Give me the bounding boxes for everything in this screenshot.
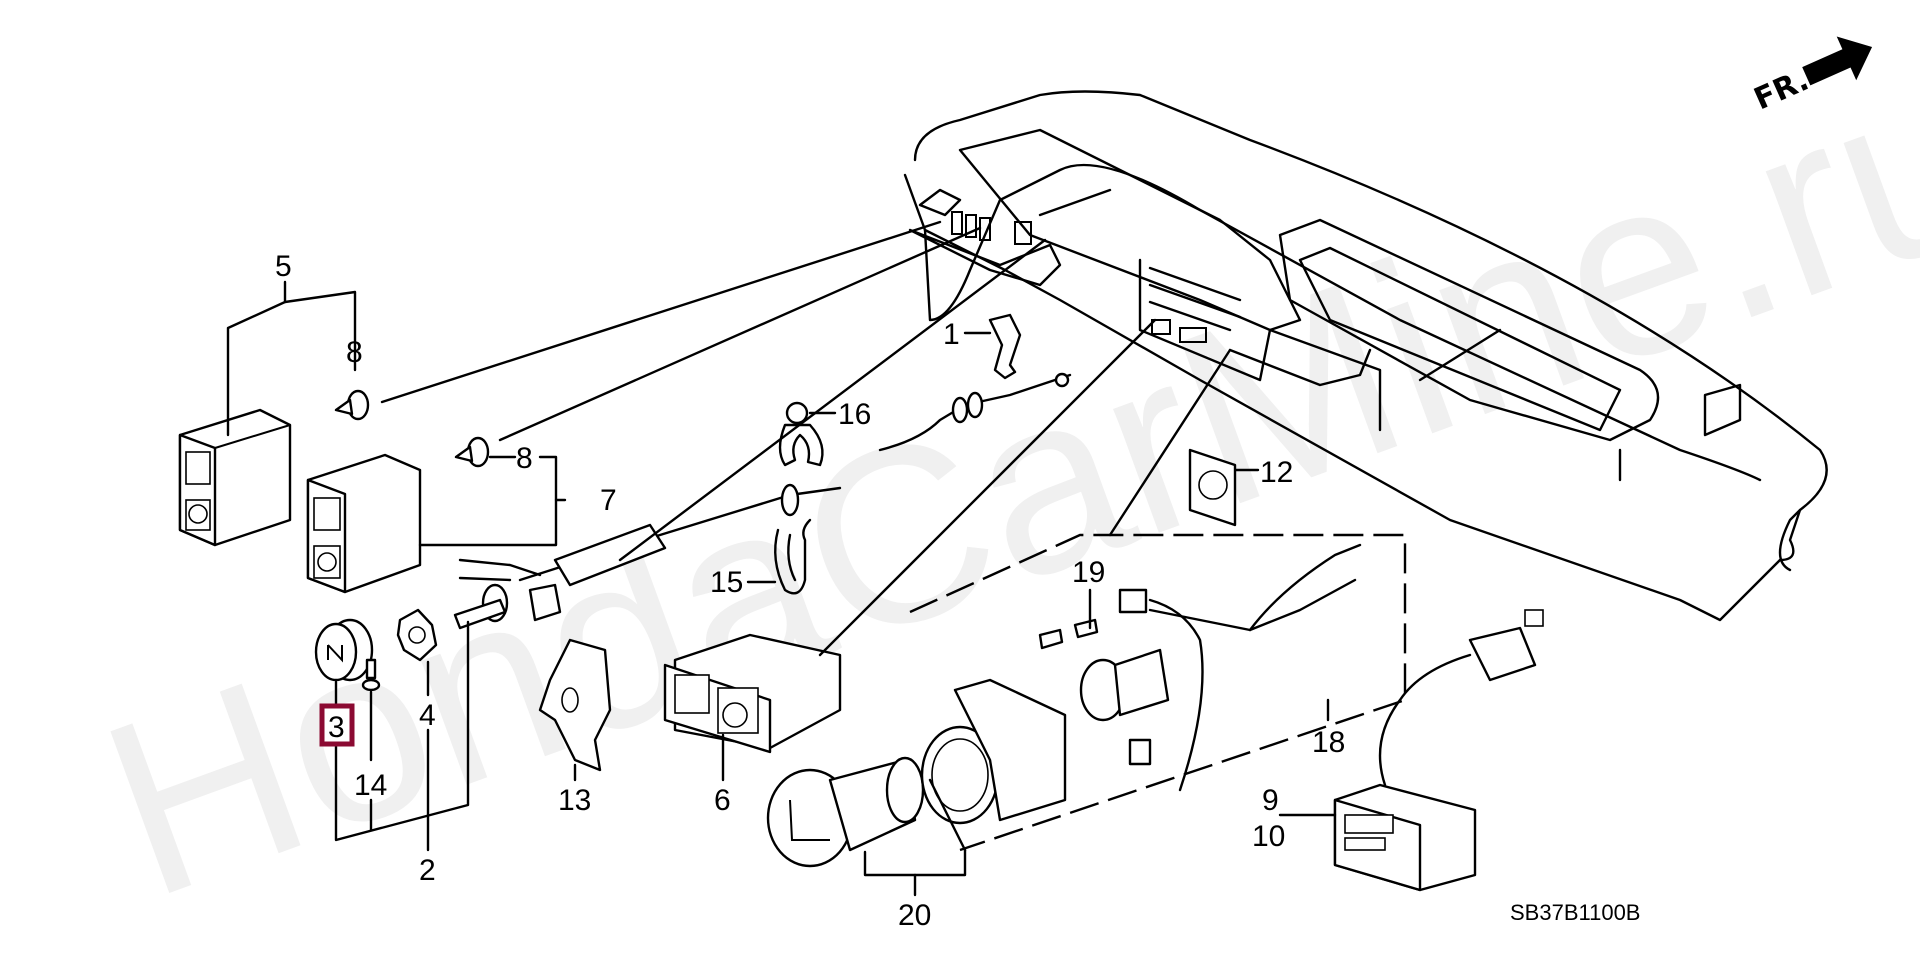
callout-1[interactable]: 1: [943, 318, 960, 351]
callout-18[interactable]: 18: [1312, 726, 1345, 759]
part-8-clip-b: [454, 436, 490, 468]
callout-2[interactable]: 2: [419, 854, 436, 887]
part-13-bracket: [538, 638, 612, 772]
callout-12[interactable]: 12: [1260, 456, 1293, 489]
callout-19[interactable]: 19: [1072, 556, 1105, 589]
callout-16[interactable]: 16: [838, 398, 871, 431]
part-15-clip: [774, 518, 812, 595]
part-8-clip-a: [334, 389, 370, 421]
callout-3[interactable]: 3: [328, 711, 345, 744]
part-7-switch: [306, 453, 422, 594]
callout-8b[interactable]: 8: [516, 442, 533, 475]
callout-14[interactable]: 14: [354, 769, 387, 802]
callout-4[interactable]: 4: [419, 699, 436, 732]
part-20-cigarette-lighter: [766, 678, 1067, 868]
callout-10[interactable]: 10: [1252, 820, 1285, 853]
arrow-right-icon: [1802, 36, 1873, 86]
callout-9[interactable]: 9: [1262, 784, 1279, 817]
part-9-10-control-unit: [1333, 609, 1544, 892]
dashboard-assembly: [903, 90, 1828, 622]
callout-7[interactable]: 7: [600, 484, 617, 517]
callout-5[interactable]: 5: [275, 250, 292, 283]
callout-15[interactable]: 15: [710, 566, 743, 599]
part-1-clip: [988, 313, 1022, 380]
part-18-harness: [909, 533, 1407, 852]
callout-8a[interactable]: 8: [346, 336, 363, 369]
callout-20[interactable]: 20: [898, 899, 931, 932]
part-12-gasket: [1188, 448, 1237, 527]
diagram-code: SB37B1100B: [1510, 900, 1640, 925]
part-4-nut: [396, 608, 438, 662]
leader-lines: [226, 220, 1337, 897]
highlight-box: [319, 703, 355, 747]
callout-3-highlighted[interactable]: 3: [319, 703, 355, 747]
part-3-knob: [314, 618, 374, 682]
part-16-clip: [778, 401, 824, 467]
cable-assembly: [453, 372, 1072, 630]
part-6-switch: [663, 633, 842, 754]
callout-6[interactable]: 6: [714, 784, 731, 817]
callout-13[interactable]: 13: [558, 784, 591, 817]
part-14-screw: [361, 658, 381, 692]
callout-labels: 5 8 8 7 16 1 12 15 19 18 4 14 2 13 6 20 …: [275, 250, 1345, 932]
part-5-switch: [178, 408, 292, 547]
